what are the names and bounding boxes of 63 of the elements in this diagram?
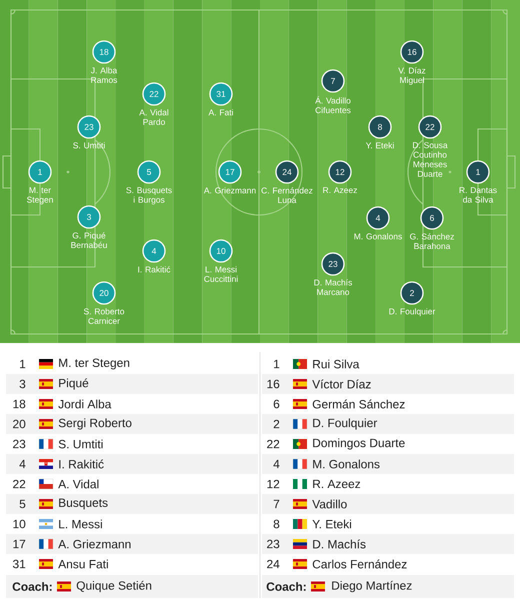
player-name: Y. Eteki [312, 520, 352, 528]
player-name: Germán Sánchez [312, 400, 405, 408]
coach-name: Quique Setién [76, 580, 152, 592]
player-name: D. Machís [313, 540, 366, 548]
shirt-number: 1 [274, 360, 280, 368]
player-name: Carlos Fernández [312, 560, 407, 568]
shirt-number: 22 [267, 440, 280, 448]
shirt-number: 3 [20, 380, 26, 388]
player-name: D. Machís Marcano [314, 279, 352, 296]
coach-label: Coach: [266, 582, 306, 591]
shirt-number: 31 [12, 560, 26, 568]
shirt-number: 6 [274, 400, 280, 408]
shirt-number: 18 [13, 400, 26, 408]
player-name: Y. Eteki [366, 142, 394, 148]
player-name: I. Rakitić [59, 460, 104, 468]
player-name: Víctor Díaz [312, 380, 371, 388]
player-name: M. Gonalons [313, 460, 380, 468]
shirt-number: 24 [267, 560, 280, 568]
player-name: M. ter Stegen [26, 187, 53, 204]
player-name: L. Messi [59, 520, 102, 528]
shirt-number: 17 [13, 540, 26, 548]
shirt-number: 20 [13, 420, 26, 428]
player-name: A. Griezmann [204, 187, 256, 194]
player-name: R. Azeez [313, 480, 360, 488]
player-name: A. Griezmann [58, 540, 130, 548]
shirt-number: 2 [274, 420, 280, 428]
player-name: M. ter Stegen [59, 358, 130, 370]
player-name: A. Vidal [58, 480, 98, 488]
shirt-number: 5 [20, 500, 26, 508]
player-name: Piqué [59, 378, 88, 390]
shirt-number: 8 [274, 520, 280, 528]
player-name: Rui Silva [313, 360, 360, 368]
player-name: Busquets [59, 498, 108, 510]
shirt-number: 12 [267, 480, 280, 488]
coach-name: Diego Martínez [332, 580, 412, 592]
shirt-number: 1 [20, 360, 26, 368]
shirt-number: 7 [274, 500, 280, 508]
player-name: M. Gonalons [354, 233, 402, 240]
player-name: Sergi Roberto [58, 418, 132, 430]
player-name: Domingos Duarte [313, 438, 405, 450]
shirt-number: 23 [267, 540, 280, 548]
player-name: S. Umtiti [58, 440, 103, 448]
shirt-number: 4 [19, 460, 26, 468]
player-name: L. Messi Cuccittini [204, 266, 238, 282]
coach-label: Coach: [12, 582, 52, 591]
player-name: C. Fernández Luna [262, 187, 312, 204]
player-name: R. Azeez [323, 187, 357, 194]
player-name: G. Sánchez Barahona [410, 233, 454, 250]
player-name: R. Dantas da Silva [460, 187, 497, 203]
shirt-number: 16 [267, 380, 280, 388]
player-name: D. Foulquier [313, 418, 378, 430]
player-name: D. Foulquier [389, 308, 436, 316]
shirt-number: 4 [273, 460, 280, 468]
shirt-number: 23 [13, 440, 26, 448]
shirt-number: 22 [13, 480, 26, 488]
player-name: Vadillo [312, 500, 347, 508]
shirt-number: 10 [13, 520, 26, 528]
player-name: V. Díaz Miguel [398, 67, 426, 85]
player-name: A. Fati [208, 109, 233, 116]
player-name: Jordi Alba [58, 400, 112, 408]
player-name: Á. Vadillo Cifuentes [315, 96, 351, 114]
player-name: D. Sousa Coutinho Meneses Duarte [413, 142, 448, 177]
player-name: Ansu Fati [58, 560, 108, 568]
